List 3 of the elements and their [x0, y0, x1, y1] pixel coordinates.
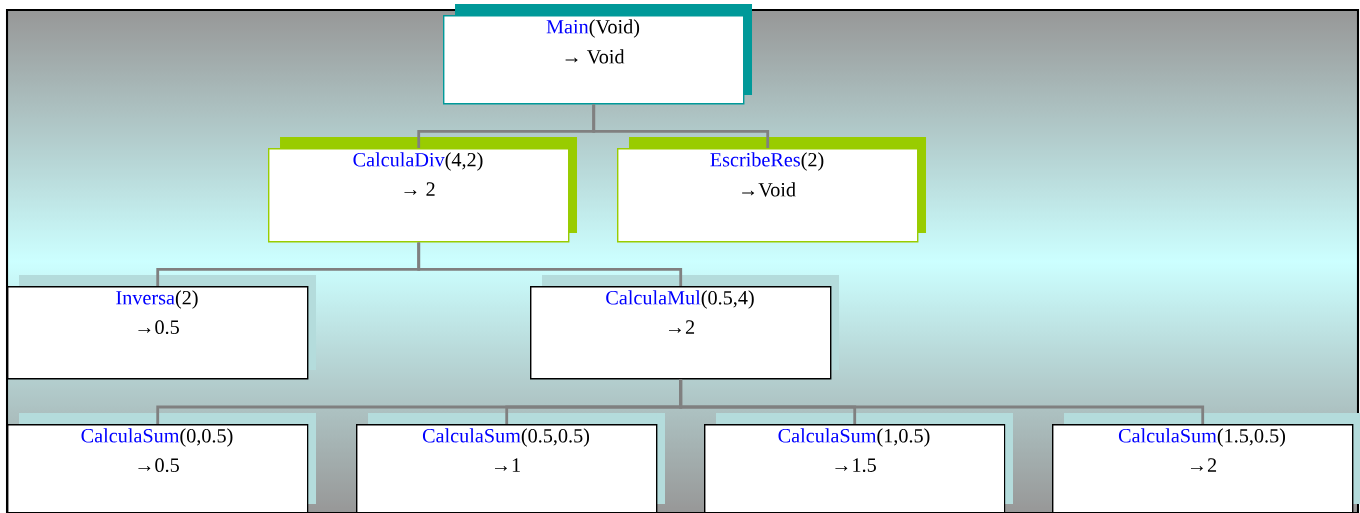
connector [679, 379, 1205, 424]
connector [417, 242, 683, 286]
connector [592, 104, 770, 148]
